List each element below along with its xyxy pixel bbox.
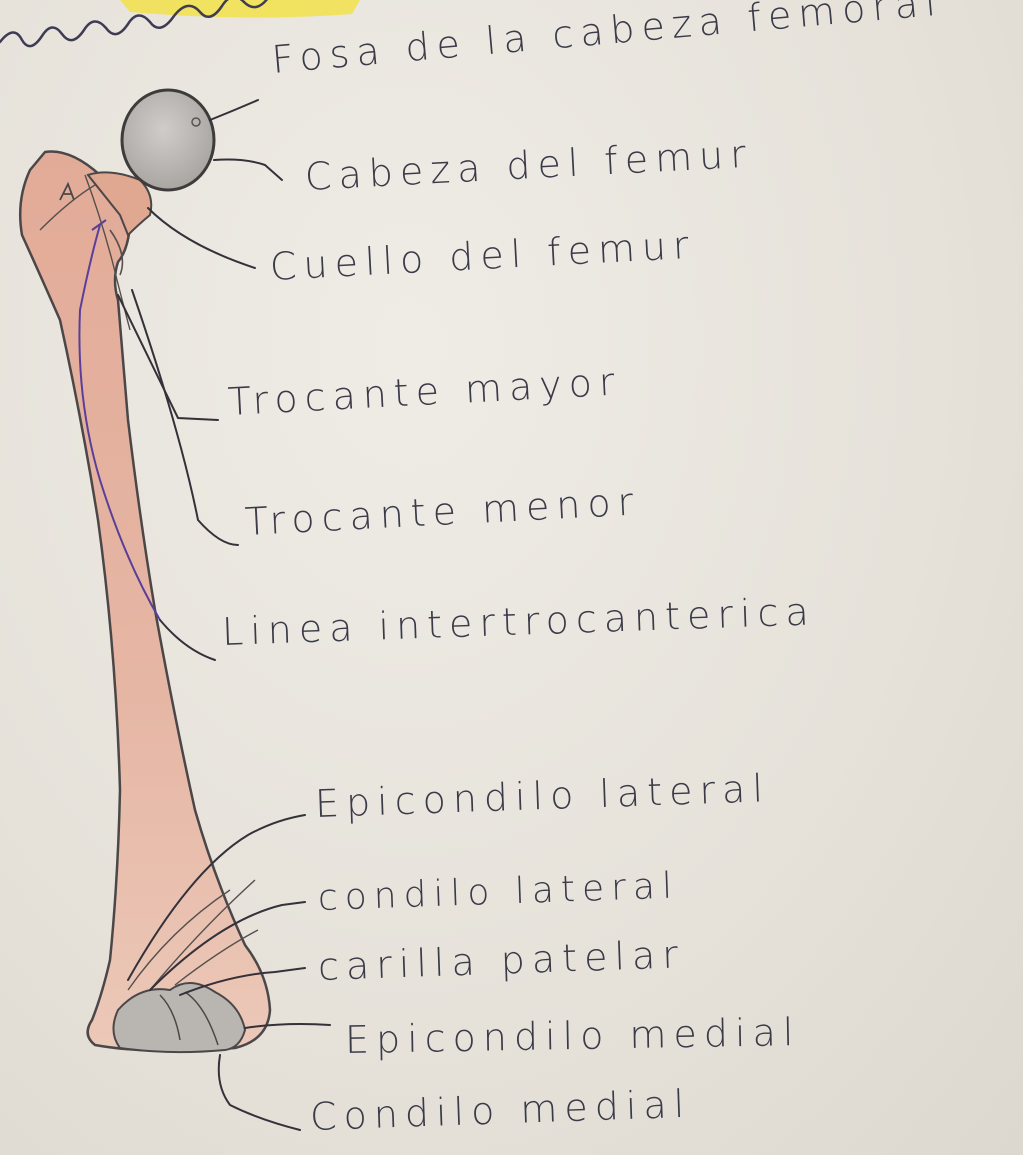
leader-cabeza: [214, 160, 282, 180]
highlighter-mark: [120, 0, 360, 18]
label-epicondilo-medial: Epicondilo medial: [345, 1010, 801, 1062]
leader-cuello: [148, 208, 255, 268]
leader-fosa: [210, 100, 258, 120]
leader-linea: [160, 620, 215, 660]
femoral-head: [122, 90, 214, 190]
leader-condilo-medial: [219, 1055, 300, 1130]
femur-shaft: [20, 151, 270, 1050]
